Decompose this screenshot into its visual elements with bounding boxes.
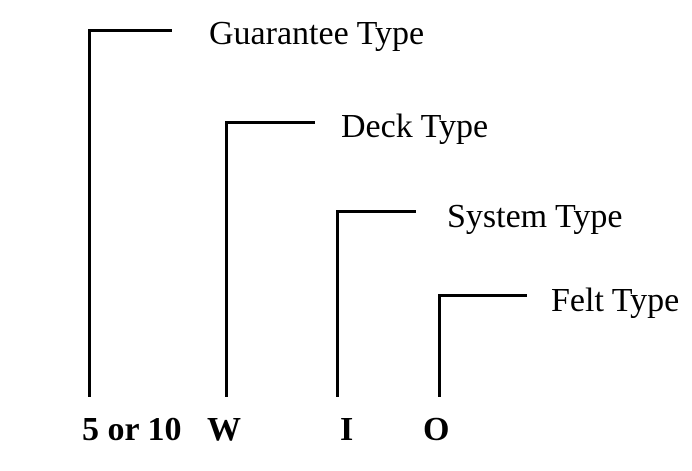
label-felt-type: Felt Type — [551, 282, 680, 319]
code-felt-type: O — [423, 411, 450, 448]
callout-line-system-type — [336, 210, 416, 397]
callout-line-felt-type — [438, 294, 527, 397]
code-system-type: I — [340, 411, 354, 448]
label-guarantee-type: Guarantee Type — [209, 15, 425, 52]
label-deck-type: Deck Type — [341, 108, 489, 145]
code-deck-type: W — [207, 411, 241, 448]
callout-line-guarantee-type — [88, 29, 172, 397]
callout-line-deck-type — [225, 121, 315, 397]
label-system-type: System Type — [447, 198, 623, 235]
code-guarantee-type: 5 or 10 — [82, 411, 182, 448]
